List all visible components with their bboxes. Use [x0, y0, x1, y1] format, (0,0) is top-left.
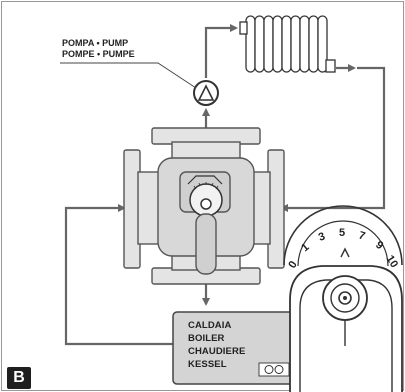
pump-symbol — [193, 80, 219, 106]
dial-number-10: 10 — [383, 253, 400, 270]
boiler-label-caldaia: CALDAIA — [188, 320, 232, 331]
dial-scale-numbers: 0 1 3 5 7 9 10 — [286, 227, 400, 271]
mixing-valve — [123, 127, 285, 285]
boiler-indicator — [258, 362, 290, 377]
flow-lines — [64, 24, 386, 346]
radiator — [239, 15, 336, 73]
pump-label-line2: POMPE • PUMPE — [62, 49, 135, 59]
pipe-boiler-return — [64, 204, 173, 346]
dial-number-0: 0 — [286, 259, 299, 271]
boiler-label-boiler: BOILER — [188, 333, 225, 344]
pump-label-line1: POMPA • PUMP — [62, 38, 128, 48]
dial-number-1: 1 — [299, 241, 311, 254]
dial-number-7: 7 — [357, 229, 367, 242]
boiler-label-chaudiere: CHAUDIERE — [188, 346, 246, 357]
pipe-return-line — [280, 66, 386, 212]
dial-detail — [283, 205, 403, 392]
pump-label-leader — [60, 62, 197, 89]
figure-letter-badge: B — [7, 367, 31, 389]
dial-number-5: 5 — [339, 227, 345, 239]
boiler-label-kessel: KESSEL — [188, 359, 227, 370]
valve-dial-marks — [193, 182, 219, 190]
dial-number-3: 3 — [317, 230, 327, 243]
pipe-pump-to-radiator — [204, 24, 238, 78]
